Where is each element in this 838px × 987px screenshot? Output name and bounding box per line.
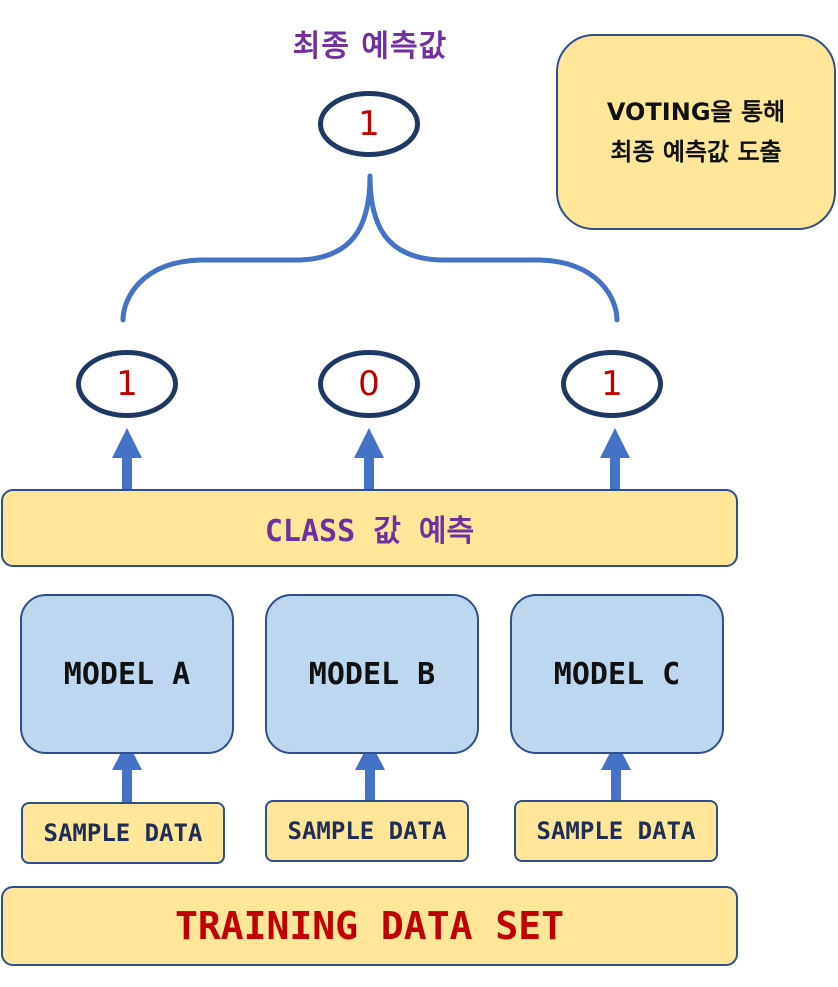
- model-c-box: MODEL C: [510, 594, 724, 754]
- class-prediction-label: CLASS 값 예측: [264, 514, 475, 549]
- prediction-oval-1: 1: [76, 350, 178, 418]
- voting-note-line-2: 최종 예측값 도출: [610, 138, 782, 166]
- prediction-oval-2: 0: [318, 350, 420, 418]
- prediction-oval-3: 1: [561, 350, 663, 418]
- training-data-label: TRAINING DATA SET: [175, 904, 564, 948]
- class-prediction-band: CLASS 값 예측: [1, 489, 738, 567]
- training-data-band: TRAINING DATA SET: [1, 886, 738, 966]
- sample-data-b: SAMPLE DATA: [265, 800, 469, 862]
- model-b-box: MODEL B: [265, 594, 479, 754]
- model-a-box: MODEL A: [20, 594, 234, 754]
- arrow-class-to-pred-3: [600, 428, 630, 489]
- sample-data-a: SAMPLE DATA: [21, 802, 225, 864]
- arrow-class-to-pred-2: [354, 428, 384, 489]
- voting-note-box: VOTING을 통해 최종 예측값 도출: [556, 34, 836, 230]
- arrow-sample-to-model-c: [601, 741, 631, 804]
- sample-data-c: SAMPLE DATA: [514, 800, 718, 862]
- voting-brace: [120, 173, 620, 323]
- arrow-class-to-pred-1: [112, 428, 142, 489]
- arrow-sample-to-model-b: [355, 741, 385, 804]
- voting-note-line-1: VOTING을 통해: [606, 98, 786, 126]
- final-prediction-title: 최종 예측값: [292, 29, 448, 64]
- arrow-sample-to-model-a: [112, 741, 142, 804]
- final-value-oval: 1: [318, 91, 420, 157]
